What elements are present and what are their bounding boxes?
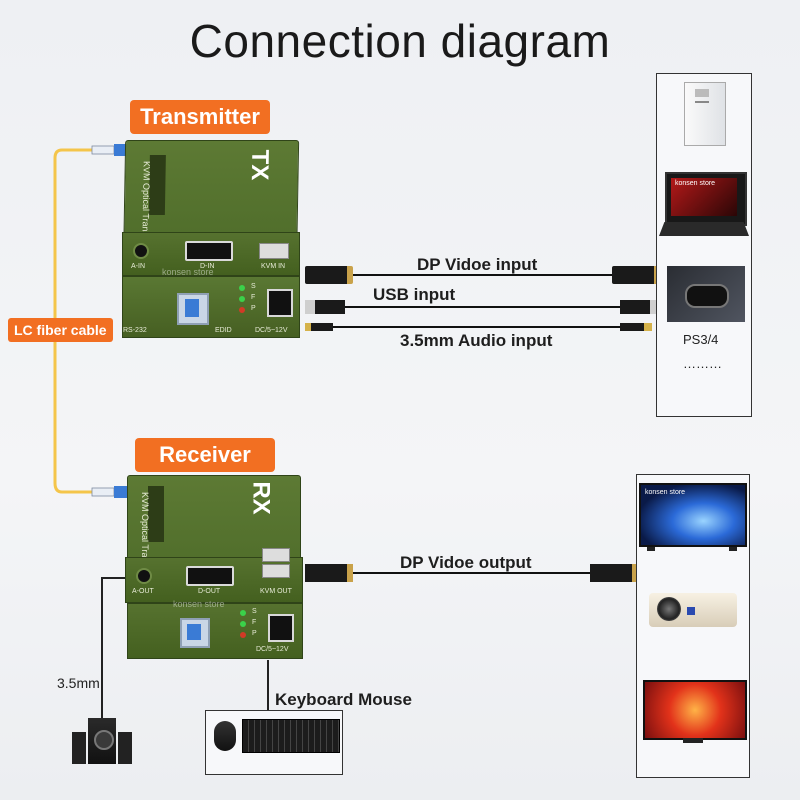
audio-plug-left (305, 323, 333, 331)
transmitter-dc-port[interactable] (267, 289, 293, 317)
led-s-label: S (251, 283, 256, 290)
receiver-front-panel: A-OUT D-OUT KVM OUT (125, 548, 303, 603)
transmitter-lower-module: RS-232 EDID S F P DC/5~12V (122, 276, 300, 338)
receiver-fiber-port[interactable] (180, 618, 210, 648)
usb-plug-left (305, 300, 345, 314)
dp-input-label: DP Vidoe input (417, 255, 538, 274)
usb-input-label: USB input (373, 285, 456, 304)
tv-watermark: konsen store (645, 489, 686, 496)
projector-icon (649, 593, 737, 627)
laptop-watermark: konsen store (675, 180, 716, 187)
tv-stand-right (729, 547, 737, 551)
dp-in-port[interactable] (185, 241, 233, 261)
dp-out-label: D-OUT (198, 588, 221, 595)
dp-output-label: DP Vidoe output (400, 553, 532, 572)
monitor-icon (643, 680, 747, 740)
usb-in-port[interactable] (259, 243, 289, 259)
usb-out-label: KVM OUT (260, 588, 292, 595)
led-p (239, 307, 245, 313)
dp-in-plug-left (305, 266, 353, 284)
led-s (239, 285, 245, 291)
led-f (239, 296, 245, 302)
receiver-lower-module: S F P DC/5~12V (127, 603, 303, 659)
keyboard-mouse-label: Keyboard Mouse (275, 690, 412, 709)
audio-out-jack[interactable] (136, 568, 152, 584)
rx-led-p-label: P (252, 630, 257, 637)
receiver-tag: Receiver (135, 438, 275, 472)
dp-in-plug-right (612, 266, 660, 284)
source-devices-panel: konsen store PS3/4 ……… (656, 73, 752, 417)
usb-out-port-2[interactable] (262, 564, 290, 578)
audio-out-3-5mm-label: 3.5mm (57, 675, 100, 691)
keyboard-mouse-panel (205, 710, 343, 775)
dp-out-plug-right (590, 564, 638, 582)
ps-console-icon (667, 266, 745, 322)
transmitter-front-panel: A-IN D-IN KVM IN (122, 232, 300, 276)
receiver-unit: KVM Optical Transceiver RX A-OUT D-OUT K… (125, 475, 303, 660)
dp-out-plug-left (305, 564, 353, 582)
receiver-dc-label: DC/5~12V (256, 646, 289, 653)
display-devices-panel: konsen store (636, 474, 750, 778)
transmitter-unit: KVM Optical Transceiver TX A-IN D-IN KVM… (122, 140, 300, 340)
keyboard-icon (242, 719, 340, 753)
transmitter-watermark: konsen store (162, 267, 214, 277)
usb-plug-right (620, 300, 660, 314)
laptop-icon: konsen store (665, 172, 747, 226)
edid-label: EDID (215, 327, 232, 334)
usb-out-port-1[interactable] (262, 548, 290, 562)
page-title: Connection diagram (189, 15, 611, 67)
audio-plug-right (620, 323, 652, 331)
monitor-stand (683, 738, 703, 743)
receiver-watermark: konsen store (173, 599, 225, 609)
speakers-icon (72, 718, 142, 770)
usb-in-label: KVM IN (261, 263, 286, 270)
mouse-icon (214, 721, 236, 751)
tv-icon: konsen store (639, 483, 747, 547)
ps-label: PS3/4 (683, 332, 719, 347)
fiber-cable-label: LC fiber cable (8, 318, 113, 342)
audio-in-jack[interactable] (133, 243, 149, 259)
transmitter-tag: Transmitter (130, 100, 270, 134)
rx-led-f (240, 621, 246, 627)
rx-led-p (240, 632, 246, 638)
receiver-logo-strip (148, 486, 164, 542)
tv-stand-left (647, 547, 655, 551)
transmitter-dc-label: DC/5~12V (255, 327, 288, 334)
rx-led-s-label: S (252, 608, 257, 615)
audio-in-label: A-IN (131, 263, 145, 270)
transmitter-fiber-port[interactable] (177, 293, 209, 325)
laptop-base (659, 222, 749, 236)
rx-led-s (240, 610, 246, 616)
rx-led-f-label: F (252, 619, 257, 626)
dp-out-port[interactable] (186, 566, 234, 586)
rs232-label: RS-232 (123, 327, 147, 334)
led-f-label: F (251, 294, 256, 301)
dp-in-label: D-IN (200, 263, 215, 270)
led-p-label: P (251, 305, 256, 312)
audio-out-label: A-OUT (132, 588, 154, 595)
audio-input-label: 3.5mm Audio input (400, 331, 553, 350)
receiver-dc-port[interactable] (268, 614, 294, 642)
pc-tower-icon (684, 82, 726, 146)
source-ellipsis: ……… (683, 356, 722, 371)
